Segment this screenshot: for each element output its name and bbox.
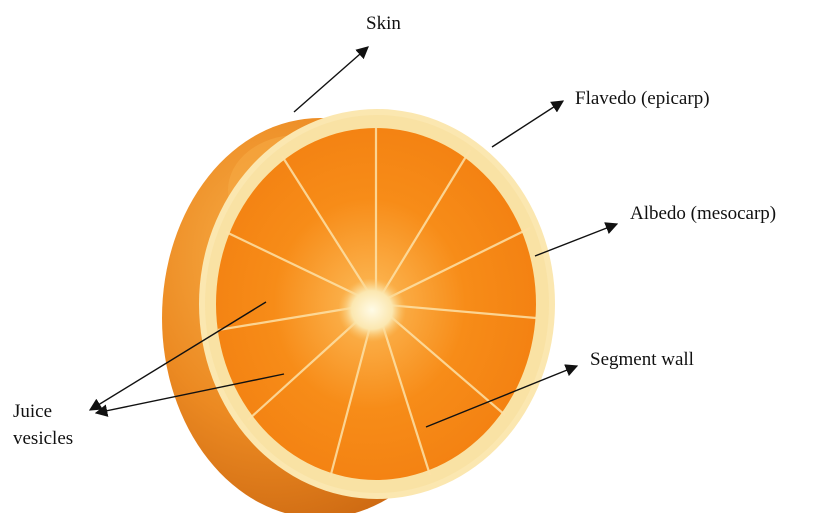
label-juice-line1: Juice: [13, 398, 73, 425]
label-juice-line2: vesicles: [13, 425, 73, 452]
label-albedo: Albedo (mesocarp): [630, 203, 776, 225]
label-skin: Skin: [366, 13, 401, 35]
label-flavedo: Flavedo (epicarp): [575, 88, 710, 110]
flavedo-arrow: [492, 101, 563, 147]
skin-arrow: [294, 47, 368, 112]
orange-core: [338, 278, 406, 342]
albedo-arrow: [535, 224, 617, 256]
label-segment-wall: Segment wall: [590, 349, 694, 371]
label-juice-vesicles: Juice vesicles: [13, 398, 73, 452]
